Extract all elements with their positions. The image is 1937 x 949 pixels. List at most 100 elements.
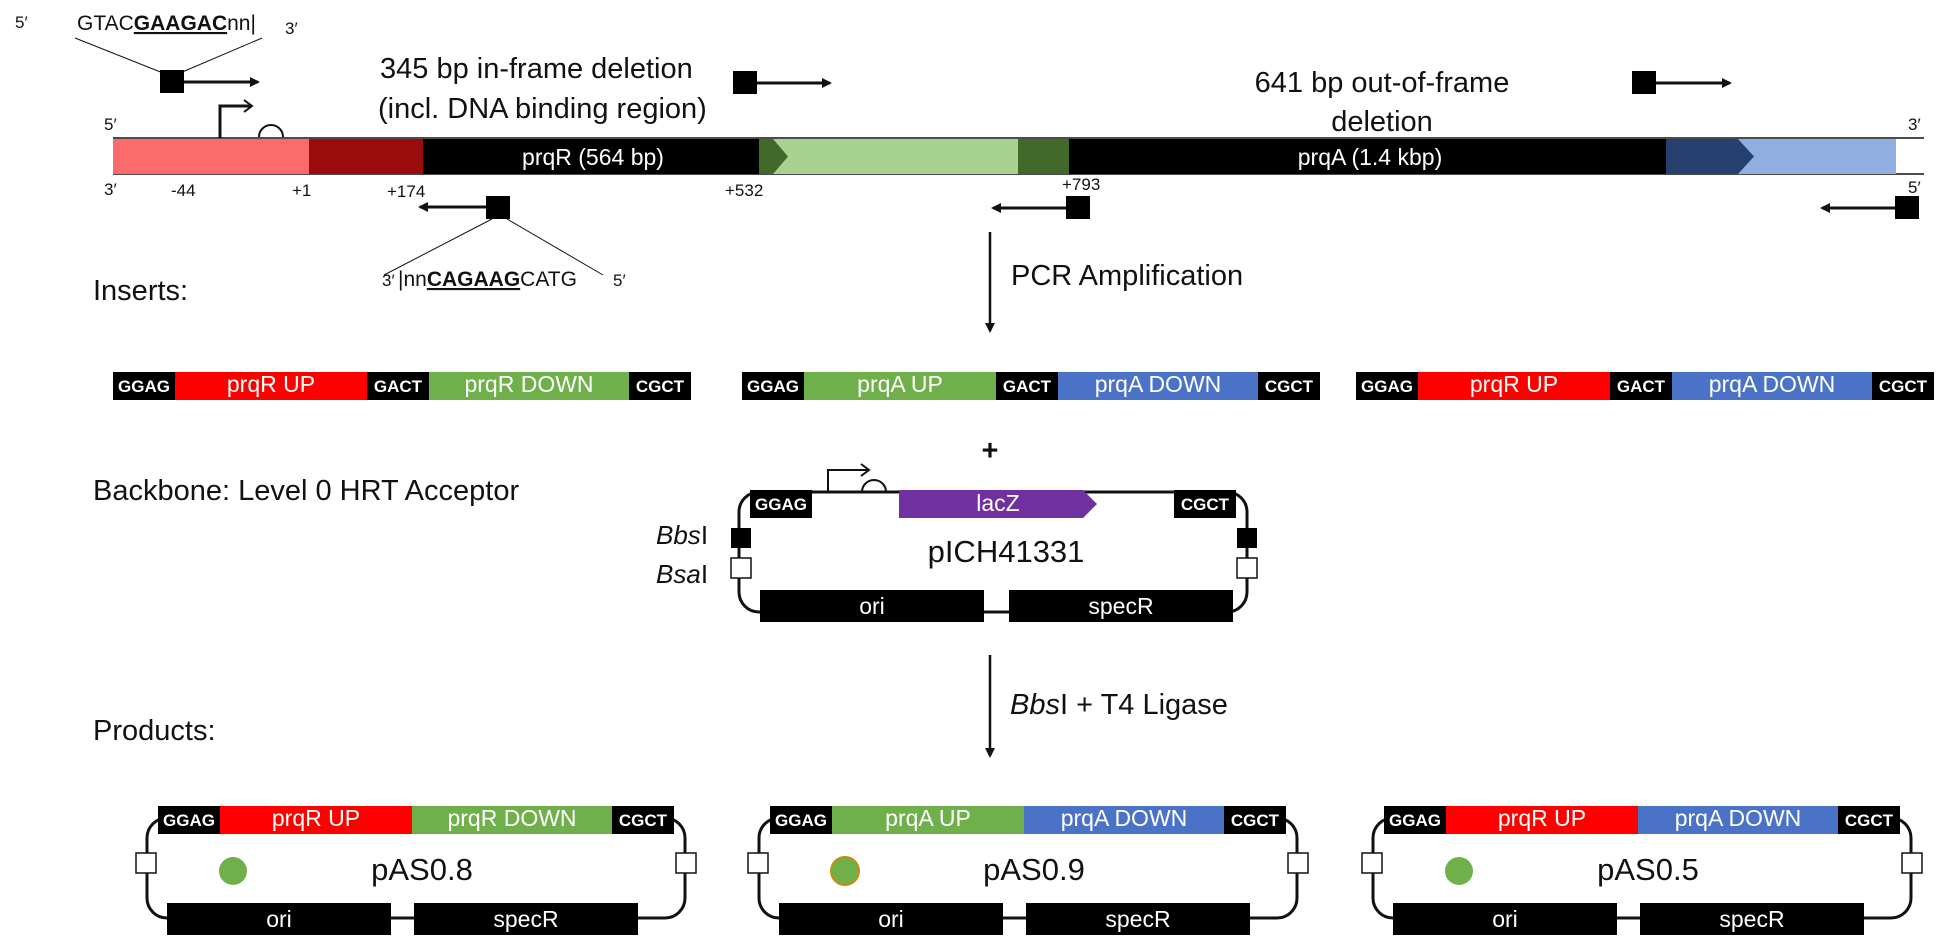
bsai-site-right [1901,852,1923,874]
overhang-gact [996,372,1058,400]
product-down-segment-label: prqA DOWN [1675,805,1802,831]
oligo-top-3prime: 3′ [285,19,298,38]
insert-down-segment [1672,372,1872,400]
bsai-label: BsaI [656,559,708,589]
insert-up-segment-label: prqA UP [857,371,943,397]
overhang-ggag [1384,806,1446,834]
prqA-flank-dark [1666,139,1754,174]
strand-left-top: 5′ [104,115,117,134]
backbone-overhang-left-label: GGAG [755,495,807,514]
product-up-segment-label: prqR UP [272,805,360,831]
primer-4-block [486,196,510,219]
overhang-ggag-label: GGAG [1361,377,1413,396]
promoter-region-light [113,139,309,174]
prqR-flank-arrow [759,139,788,174]
products-heading: Products: [93,715,216,747]
primer-3-block [1632,71,1656,94]
prqA-gene-label: prqA (1.4 kbp) [1298,144,1442,170]
prqR-gene-label: prqR (564 bp) [522,144,664,170]
specR-element [1026,903,1250,935]
primer-2-block [733,71,757,94]
overhang-cgct [1838,806,1900,834]
specR-label: specR [1088,593,1153,619]
strand-right-top: 3′ [1908,115,1921,134]
position-label: +174 [387,182,425,201]
position-label: -44 [171,181,196,200]
oligo-top-sequence: GTACGAAGACnn| [77,12,256,35]
insert-down-segment [1058,372,1258,400]
overhang-cgct [1224,806,1286,834]
product-up-segment-label: prqR UP [1498,805,1586,831]
ligation-label: BbsI + T4 Ligase [1010,689,1228,721]
prqR-flank-light [759,139,1069,174]
primer-1-block [160,70,184,93]
oligo-bottom-3prime: 3′ [382,271,395,290]
promoter-region-dark [309,139,423,174]
backbone-name: pICH41331 [928,534,1085,569]
product-down-segment-label: prqA DOWN [1061,805,1188,831]
overhang-ggag [742,372,804,400]
position-label: +532 [725,181,763,200]
product-up-segment [832,806,1024,834]
overhang-cgct [1872,372,1934,400]
bsai-site-left [747,852,769,874]
deletion-2-line1: 641 bp out-of-frame [1255,67,1510,99]
strand-right-bottom: 5′ [1908,178,1921,197]
overhang-cgct-label: CGCT [1845,811,1894,830]
overhang-ggag [1356,372,1418,400]
strand-left-bottom: 3′ [104,180,117,199]
backbone-overhang-right [1174,490,1236,518]
overhang-ggag-label: GGAG [118,377,170,396]
ori-element [1393,903,1617,935]
promoter-arrow-icon [218,104,250,138]
insert-up-segment [1418,372,1610,400]
backbone-heading: Backbone: Level 0 HRT Acceptor [93,475,519,507]
product-name: pAS0.8 [371,852,473,887]
overhang-cgct-label: CGCT [636,377,685,396]
insert-up-segment-label: prqR UP [1470,371,1558,397]
overhang-gact [1610,372,1672,400]
product-name: pAS0.5 [1597,852,1699,887]
insert-down-segment [429,372,629,400]
insert-cassette: GGAG prqR UP GACT prqA DOWN CGCT [1356,371,1934,400]
position-label: +1 [292,181,311,200]
overhang-cgct [612,806,674,834]
bsai-site-left [730,557,752,579]
deletion-1-line1: 345 bp in-frame deletion [380,53,693,85]
deletion-1-line2: (incl. DNA binding region) [378,93,707,125]
product-up-segment [220,806,412,834]
bsai-site-right [1236,557,1258,579]
primer-5-block [1066,196,1090,219]
terminator-icon [258,124,284,138]
ori-element [167,903,391,935]
specR-label: specR [1105,906,1170,932]
lacz-label: lacZ [976,490,1019,516]
bbsi-label: BbsI [656,520,708,550]
overhang-ggag-label: GGAG [747,377,799,396]
backbone-overhang-left [750,490,812,518]
overhang-cgct-label: CGCT [1879,377,1928,396]
insert-down-segment-label: prqA DOWN [1709,371,1836,397]
ori-element [779,903,1003,935]
specR-element [1009,590,1233,622]
overhang-gact-label: GACT [1617,377,1666,396]
overhang-cgct-label: CGCT [1231,811,1280,830]
bsai-site-right [1287,852,1309,874]
overhang-cgct-label: CGCT [619,811,668,830]
overhang-gact-label: GACT [374,377,423,396]
bsai-site-right [675,852,697,874]
overhang-gact-label: GACT [1003,377,1052,396]
insert-up-segment-label: prqR UP [227,371,315,397]
ori-label: ori [859,593,885,619]
overhang-cgct [629,372,691,400]
specR-label: specR [493,906,558,932]
position-label: +793 [1062,175,1100,194]
overhang-cgct-label: CGCT [1265,377,1314,396]
